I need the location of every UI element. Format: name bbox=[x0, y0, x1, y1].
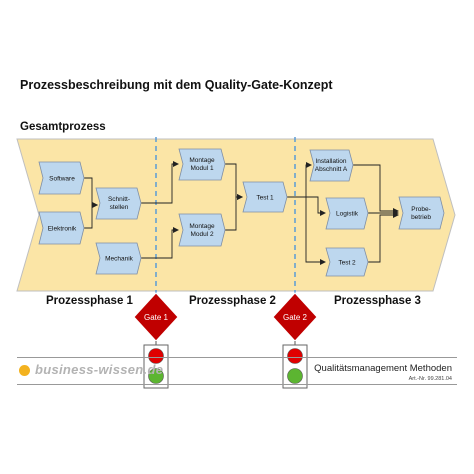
step-schnittstellen-label-1: Schnitt- bbox=[108, 196, 130, 203]
step-montage-modul-1-label-1: Montage bbox=[189, 157, 215, 164]
step-software-label: Software bbox=[49, 176, 75, 183]
step-montage-modul-1-label-2: Modul 1 bbox=[190, 165, 214, 172]
footer-title: Qualitätsmanagement Methoden bbox=[314, 363, 452, 374]
step-test-1 bbox=[242, 181, 288, 213]
phase-label-1: Prozessphase 1 bbox=[46, 295, 133, 307]
step-montage-modul-2-label-1: Montage bbox=[189, 223, 215, 230]
overall-process-label: Gesamtprozess bbox=[20, 121, 106, 133]
step-probebetrieb-label-2: betrieb bbox=[411, 214, 431, 221]
connectors bbox=[84, 161, 399, 265]
step-schnittstellen bbox=[95, 187, 142, 220]
step-test-2-label: Test 2 bbox=[338, 260, 356, 267]
step-elektronik bbox=[38, 211, 85, 245]
step-test-1-label: Test 1 bbox=[256, 195, 274, 202]
traffic-light-1-green bbox=[148, 368, 164, 384]
step-schnittstellen-label-2: stellen bbox=[110, 204, 129, 211]
step-mechanik bbox=[95, 242, 142, 275]
step-logistik-label: Logistik bbox=[336, 211, 359, 218]
traffic-light-1-red bbox=[148, 348, 164, 364]
footer-divider-bottom bbox=[17, 384, 457, 385]
brand-logo: business-wissen.de bbox=[35, 362, 164, 377]
gate-2-label: Gate 2 bbox=[283, 313, 308, 322]
phase-label-2: Prozessphase 2 bbox=[189, 295, 276, 307]
step-installation-abschnitt-a bbox=[309, 149, 354, 182]
step-montage-modul-2 bbox=[178, 213, 226, 247]
step-elektronik-label: Elektronik bbox=[48, 226, 77, 233]
footer-article-number: Art.-Nr. 99.281.04 bbox=[408, 376, 452, 382]
step-mechanik-label: Mechanik bbox=[105, 256, 134, 263]
step-installation-label-2: Abschnitt A bbox=[315, 166, 348, 173]
step-montage-modul-2-label-2: Modul 2 bbox=[190, 231, 214, 238]
phase-label-3: Prozessphase 3 bbox=[334, 295, 421, 307]
logo-dot-icon bbox=[19, 365, 30, 376]
gate-2: Gate 2 bbox=[272, 292, 318, 389]
step-montage-modul-1 bbox=[178, 148, 226, 181]
footer-divider-top bbox=[17, 357, 457, 358]
gate-1: Gate 1 bbox=[133, 292, 179, 389]
traffic-light-2-green bbox=[287, 368, 303, 384]
step-software bbox=[38, 161, 85, 195]
page-title: Prozessbeschreibung mit dem Quality-Gate… bbox=[20, 78, 333, 92]
step-probebetrieb bbox=[398, 196, 445, 230]
step-test-2 bbox=[325, 247, 369, 277]
step-probebetrieb-label-1: Probe- bbox=[411, 206, 431, 213]
traffic-light-2-red bbox=[287, 348, 303, 364]
gate-1-label: Gate 1 bbox=[144, 313, 169, 322]
step-installation-label-1: Installation bbox=[315, 158, 346, 165]
step-logistik bbox=[325, 197, 369, 230]
